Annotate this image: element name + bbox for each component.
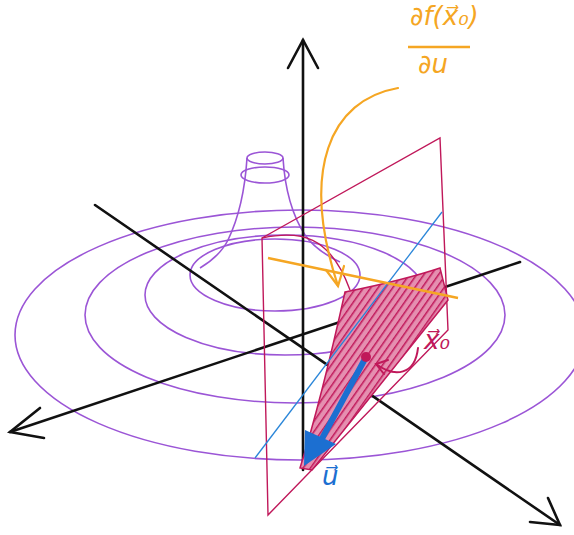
direction-line — [255, 212, 442, 458]
point-label: x⃗₀ — [424, 326, 450, 355]
derivative-denominator: ∂u — [418, 50, 448, 79]
vector-label: u⃗ — [322, 462, 338, 491]
derivative-numerator: ∂f(x⃗₀) — [410, 2, 479, 31]
point-dot — [361, 352, 371, 362]
direction-vector — [304, 357, 366, 466]
fraction-bar — [408, 46, 470, 49]
contour-lines — [15, 152, 574, 460]
coordinate-axes — [10, 40, 560, 525]
tangent-line — [268, 258, 458, 298]
leader-arrow — [321, 88, 398, 286]
point-leader — [376, 348, 418, 374]
